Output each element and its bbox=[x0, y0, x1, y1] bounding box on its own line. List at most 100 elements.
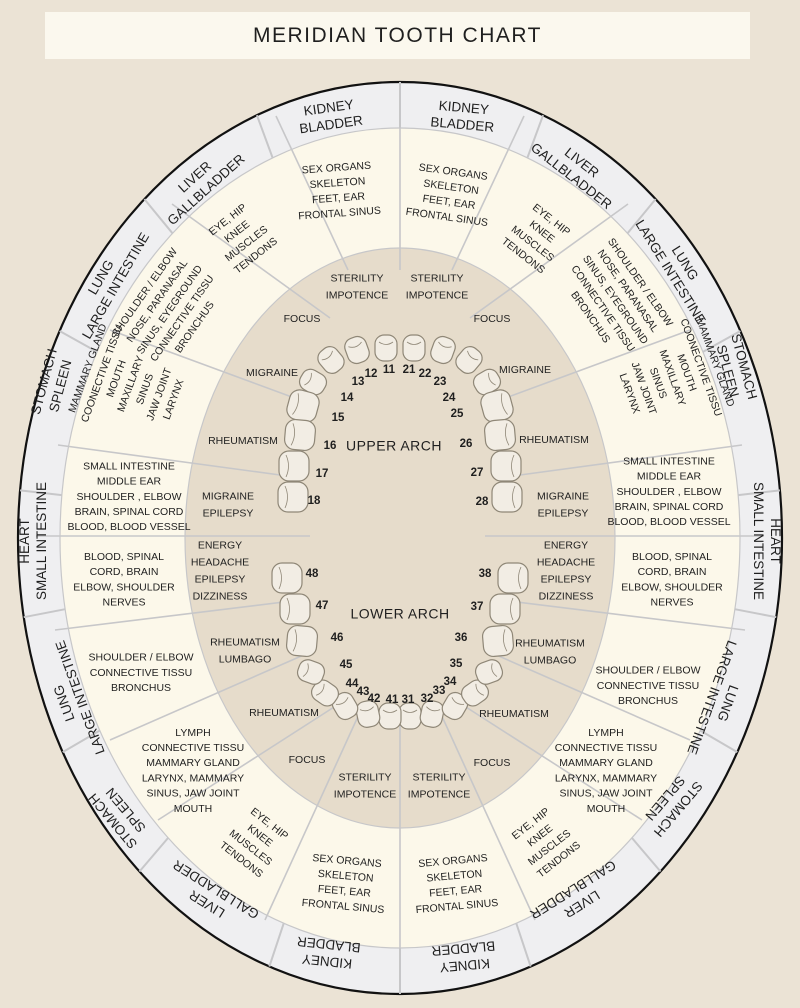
tooth-number-46: 46 bbox=[331, 632, 344, 644]
tooth-22 bbox=[430, 335, 456, 365]
label-line: SMALL INTESTINE bbox=[751, 482, 766, 600]
label-line: HEART bbox=[768, 518, 783, 564]
tooth-number-21: 21 bbox=[403, 364, 416, 376]
label-line: HEART bbox=[17, 518, 32, 564]
label-line: ENERGY bbox=[544, 539, 588, 551]
label-line: IMPOTENCE bbox=[406, 289, 468, 301]
label-line: CONNECTIVE TISSU bbox=[90, 667, 193, 679]
tooth-ridge bbox=[504, 423, 510, 446]
tooth-number-42: 42 bbox=[368, 693, 381, 705]
label-line: MOUTH bbox=[174, 803, 213, 815]
label-line: BRONCHUS bbox=[618, 695, 678, 707]
label-line: BRAIN, SPINAL CORD bbox=[75, 506, 184, 518]
label-line: CONNECTIVE TISSU bbox=[142, 742, 245, 754]
tooth-ridge bbox=[510, 597, 514, 621]
tooth-ridge bbox=[321, 350, 333, 361]
chart-title: MERIDIAN TOOTH CHART bbox=[252, 23, 543, 47]
tooth-ridge bbox=[315, 683, 325, 696]
tooth-ridge bbox=[438, 341, 452, 348]
tooth-shape bbox=[490, 450, 522, 482]
tooth-number-14: 14 bbox=[341, 392, 354, 404]
tooth-number-32: 32 bbox=[421, 693, 434, 705]
label-line: STERILITY bbox=[338, 771, 391, 783]
label-line: STERILITY bbox=[330, 272, 383, 284]
tooth-shape bbox=[271, 562, 303, 594]
label-line: RHEUMATISM bbox=[210, 636, 280, 648]
tooth-number-18: 18 bbox=[308, 495, 321, 507]
spoke-13 bbox=[109, 649, 316, 741]
tooth-ridge bbox=[378, 341, 394, 345]
label-line: SINUS, JAW JOINT bbox=[560, 788, 654, 800]
outer-divider-17 bbox=[255, 114, 274, 159]
tooth-23 bbox=[455, 346, 483, 374]
outer-divider-5 bbox=[734, 608, 777, 619]
tooth-46 bbox=[285, 624, 319, 658]
inner-label-focus-ur: FOCUS bbox=[474, 313, 511, 325]
spoke-16 bbox=[57, 444, 281, 476]
lower-arch-label: LOWER ARCH bbox=[350, 606, 449, 622]
tooth-ridge bbox=[467, 350, 479, 361]
tooth-18 bbox=[277, 481, 309, 513]
spoke-11 bbox=[264, 711, 361, 921]
label-line: RHEUMATISM bbox=[208, 435, 278, 447]
tooth-number-26: 26 bbox=[460, 438, 473, 450]
label-line: BLOOD, BLOOD VESSEL bbox=[67, 521, 190, 533]
tooth-ridge bbox=[518, 566, 522, 590]
upper-arch-label: UPPER ARCH bbox=[346, 438, 442, 454]
tooth-ridge bbox=[292, 629, 298, 652]
label-line: SKELETON bbox=[317, 868, 374, 885]
label-line: IMPOTENCE bbox=[334, 788, 396, 800]
tooth-shape bbox=[296, 659, 326, 685]
tooth-number-22: 22 bbox=[419, 368, 432, 380]
label-line: STERILITY bbox=[412, 771, 465, 783]
spoke-19 bbox=[275, 115, 349, 271]
tooth-44 bbox=[310, 679, 340, 707]
tooth-ridge bbox=[502, 629, 508, 652]
tooth-shape bbox=[355, 700, 381, 728]
tooth-number-23: 23 bbox=[434, 376, 447, 388]
tooth-number-44: 44 bbox=[346, 678, 359, 690]
tooth-shape bbox=[483, 418, 517, 452]
label-line: BLADDER bbox=[296, 934, 361, 956]
spoke-8 bbox=[454, 699, 643, 821]
tooth-number-17: 17 bbox=[316, 468, 329, 480]
label-line: SMALL INTESTINE bbox=[34, 482, 49, 600]
spoke-4 bbox=[519, 444, 743, 476]
label-line: MAMMARY GLAND bbox=[146, 757, 240, 769]
outer-divider-3 bbox=[702, 330, 741, 353]
tooth-28 bbox=[491, 481, 523, 513]
inner-label-sterility-ll: STERILITY IMPOTENCE bbox=[334, 771, 396, 800]
tooth-34 bbox=[460, 679, 490, 707]
tooth-number-35: 35 bbox=[450, 658, 463, 670]
tooth-42 bbox=[355, 700, 381, 728]
label-line: KIDNEY bbox=[303, 97, 355, 119]
tooth-ridge bbox=[488, 372, 496, 386]
tooth-number-43: 43 bbox=[357, 686, 370, 698]
label-line: KIDNEY bbox=[439, 956, 490, 975]
label-line: BLOOD, SPINAL bbox=[84, 551, 164, 563]
dividers bbox=[19, 82, 781, 994]
label-line: CORD, BRAIN bbox=[90, 566, 159, 578]
label-line: SHOULDER / ELBOW bbox=[595, 665, 700, 677]
tooth-41 bbox=[378, 702, 402, 730]
tooth-ridge bbox=[501, 393, 508, 415]
tooth-ridge bbox=[304, 372, 312, 386]
label-line: BLADDER bbox=[431, 938, 496, 959]
label-line: DIZZINESS bbox=[193, 590, 248, 602]
inner-label-rheumatism-ul: RHEUMATISM bbox=[208, 435, 278, 447]
label-line: ELBOW, SHOULDER bbox=[621, 581, 723, 593]
label-line: FOCUS bbox=[289, 754, 326, 766]
tooth-shape bbox=[278, 450, 310, 482]
tooth-11 bbox=[374, 334, 398, 362]
label-line: MAMMARY GLAND bbox=[559, 757, 653, 769]
inner-label-rheumatism-ll: RHEUMATISM bbox=[249, 707, 319, 719]
label-line: MIDDLE EAR bbox=[637, 471, 702, 483]
